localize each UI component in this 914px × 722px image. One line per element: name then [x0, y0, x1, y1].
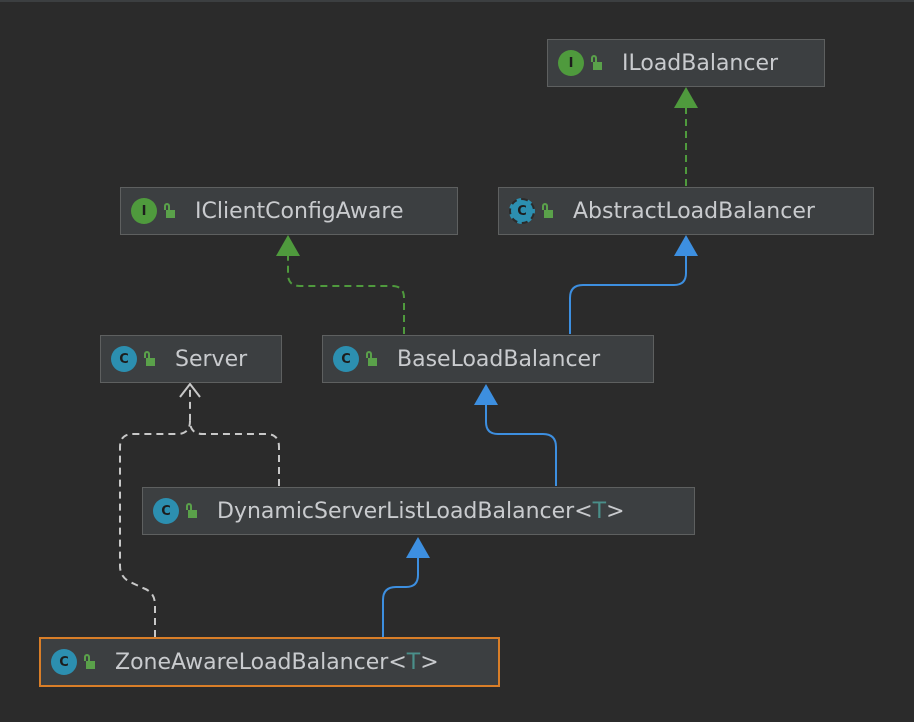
- edge-zoneaware-depends-server: [119, 420, 191, 637]
- implements-arrowhead: [276, 235, 300, 256]
- public-lock-icon: [590, 55, 602, 71]
- class-icon: C: [153, 498, 179, 524]
- window-top-border: [0, 0, 914, 2]
- public-lock-icon: [143, 351, 155, 367]
- type-parameter: T: [592, 498, 607, 524]
- node-label: DynamicServerListLoadBalancer<T>: [217, 499, 625, 524]
- abstract-class-icon: C: [509, 198, 535, 224]
- class-icon: C: [51, 649, 77, 675]
- node-server[interactable]: C Server: [100, 335, 282, 383]
- node-label: ZoneAwareLoadBalancer<T>: [115, 650, 439, 675]
- edge-baseloadbalancer-extends-abstractloadbalancer: [569, 254, 687, 334]
- interface-icon: I: [131, 198, 157, 224]
- public-lock-icon: [83, 654, 95, 670]
- extends-arrowhead: [674, 235, 698, 256]
- node-iloadbalancer[interactable]: I ILoadBalancer: [547, 39, 825, 87]
- edge-dynamicserverlist-extends-baseloadbalancer: [485, 403, 557, 486]
- extends-arrowhead: [474, 384, 498, 405]
- public-lock-icon: [185, 503, 197, 519]
- generic-open: <: [388, 649, 407, 675]
- extends-arrowhead: [406, 537, 430, 558]
- node-zoneawareloadbalancer[interactable]: C ZoneAwareLoadBalancer<T>: [39, 637, 500, 687]
- edge-dynamicserverlist-depends-server: [189, 386, 280, 486]
- class-name: ZoneAwareLoadBalancer: [115, 649, 389, 675]
- class-name: DynamicServerListLoadBalancer: [217, 498, 575, 524]
- implements-arrowhead: [674, 87, 698, 108]
- public-lock-icon: [163, 203, 175, 219]
- node-label: IClientConfigAware: [195, 198, 404, 224]
- node-baseloadbalancer[interactable]: C BaseLoadBalancer: [322, 335, 654, 383]
- edge-zoneaware-extends-dynamicserverlist: [382, 556, 419, 637]
- node-label: Server: [175, 346, 248, 372]
- node-label: ILoadBalancer: [622, 50, 779, 76]
- node-label: AbstractLoadBalancer: [573, 198, 815, 224]
- type-parameter: T: [406, 649, 421, 675]
- generic-open: <: [574, 498, 593, 524]
- node-dynamicserverlistloadbalancer[interactable]: C DynamicServerListLoadBalancer<T>: [142, 487, 695, 535]
- node-abstractloadbalancer[interactable]: C AbstractLoadBalancer: [498, 187, 874, 235]
- public-lock-icon: [541, 203, 553, 219]
- node-label: BaseLoadBalancer: [397, 346, 601, 372]
- generic-close: >: [606, 498, 625, 524]
- generic-close: >: [420, 649, 439, 675]
- edge-baseloadbalancer-implements-iclientconfigaware: [287, 254, 405, 334]
- class-icon: C: [111, 346, 137, 372]
- depends-arrowhead: [179, 382, 201, 398]
- interface-icon: I: [558, 50, 584, 76]
- node-iclientconfigaware[interactable]: I IClientConfigAware: [120, 187, 458, 235]
- class-icon: C: [333, 346, 359, 372]
- public-lock-icon: [365, 351, 377, 367]
